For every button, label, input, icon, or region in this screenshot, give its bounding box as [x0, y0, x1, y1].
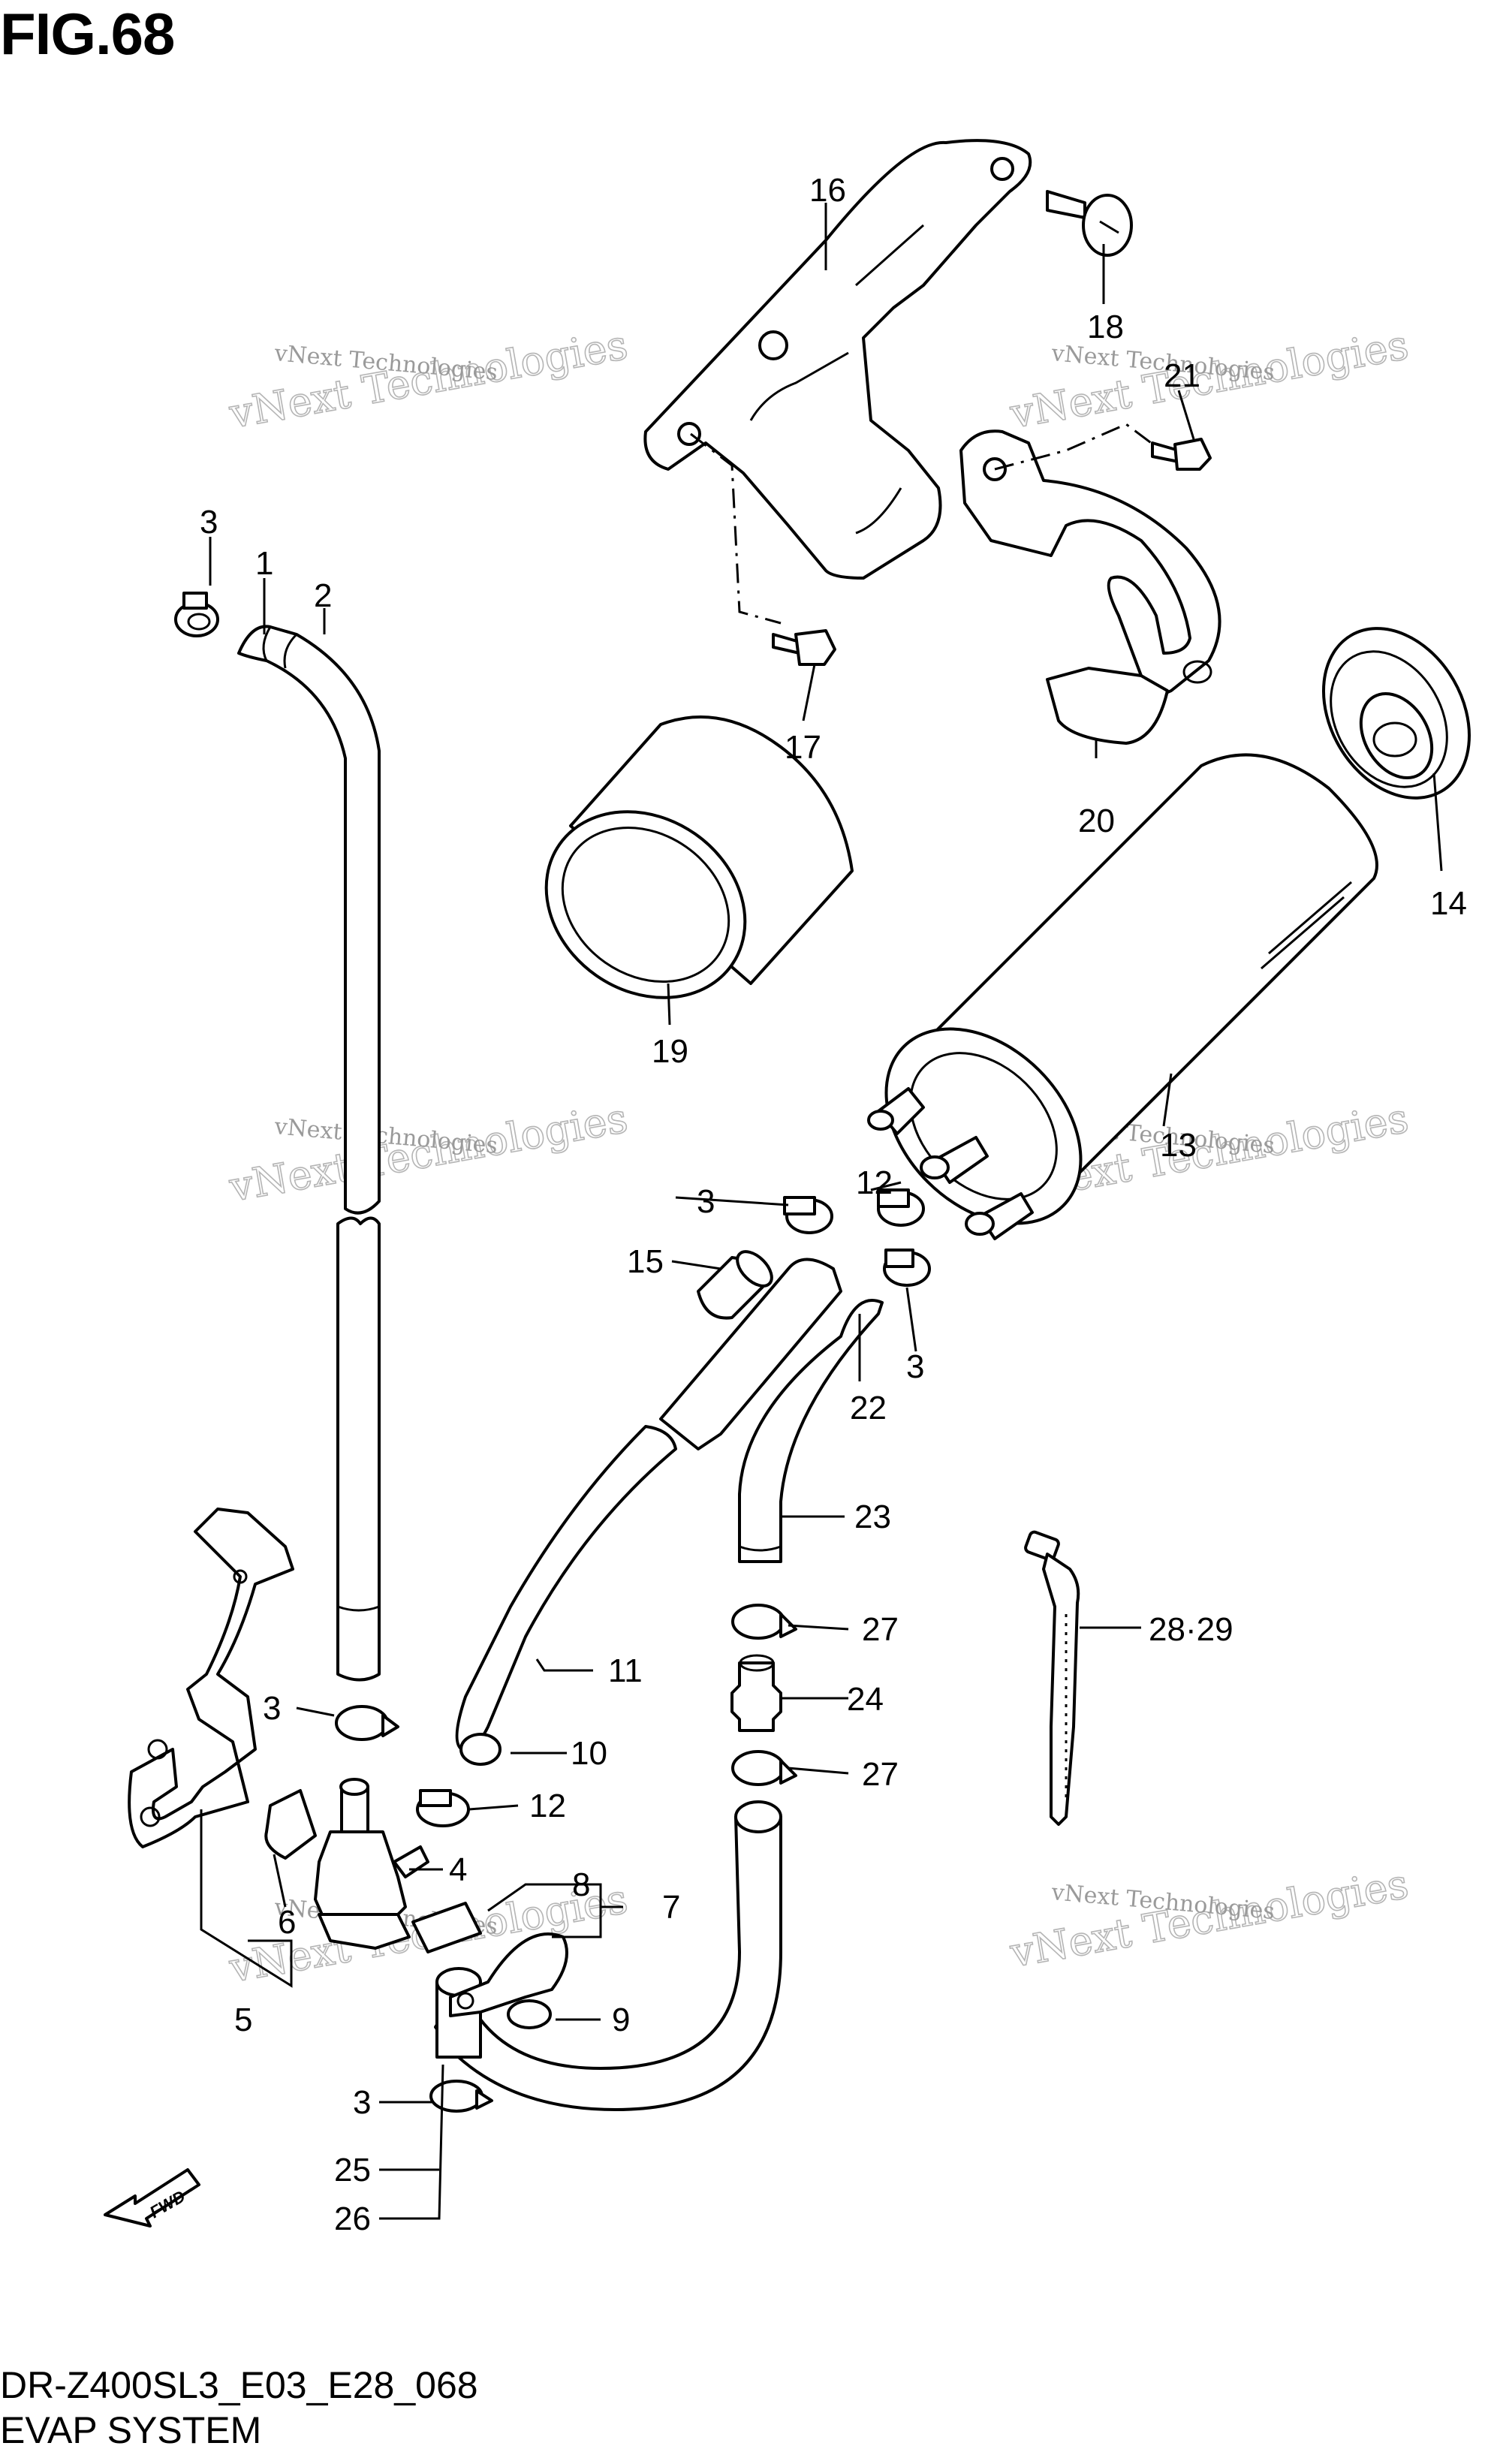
hose-part-22-23 — [738, 1299, 884, 1563]
clamp-part-3 — [429, 2080, 493, 2113]
hose-part-26 — [434, 1800, 782, 2111]
joint-part-24 — [730, 1654, 782, 1732]
cap-part-14 — [1322, 627, 1471, 800]
callout-8: 8 — [572, 1866, 590, 1903]
clamp-part-8 — [411, 1902, 568, 2017]
watermark-group: vNext Technologies vNext Technologies vN… — [225, 321, 1413, 1993]
callout-3: 3 — [200, 504, 218, 541]
hose-part-1-2 — [237, 625, 381, 1682]
callout-21: 21 — [1164, 357, 1200, 394]
callout-18: 18 — [1087, 309, 1124, 345]
clamp-part-3 — [783, 1196, 833, 1234]
callout-22: 22 — [850, 1390, 887, 1426]
callout-23: 23 — [854, 1499, 891, 1535]
fwd-arrow-icon: FWD — [104, 2168, 200, 2228]
callout-26: 26 — [334, 2200, 371, 2237]
clamp-part-27 — [731, 1750, 797, 1786]
callout-10: 10 — [571, 1735, 607, 1772]
bracket-part-20 — [959, 429, 1221, 745]
clamp-part-3 — [174, 592, 219, 637]
callout-20: 20 — [1078, 803, 1115, 839]
callout-15: 15 — [627, 1243, 664, 1280]
hose-part-11 — [455, 1258, 842, 1766]
system-name: EVAP SYSTEM — [0, 2409, 262, 2451]
cap-part-15 — [697, 1250, 773, 1320]
callout-5: 5 — [234, 2002, 252, 2038]
cap-part-19 — [544, 715, 854, 999]
callout-12: 12 — [529, 1788, 566, 1824]
callout-27: 27 — [862, 1611, 899, 1648]
callout-14: 14 — [1430, 885, 1467, 922]
callout-labels: 1 2 3 16 18 21 17 20 14 19 13 3 12 15 3 … — [200, 172, 1467, 2237]
bolt-part-17 — [772, 629, 836, 666]
figure-title: FIG.68 — [0, 1, 175, 67]
clamp-part-12 — [416, 1789, 470, 1827]
callout-1: 1 — [255, 545, 273, 582]
tie-part-28-29 — [1024, 1530, 1080, 1826]
callout-28-29: 28·29 — [1149, 1611, 1233, 1648]
callout-3: 3 — [263, 1690, 281, 1727]
dashed-leaders — [690, 423, 1157, 625]
leader-lines — [200, 203, 1443, 2220]
callout-19: 19 — [652, 1033, 688, 1070]
callout-3: 3 — [697, 1183, 715, 1220]
callout-3: 3 — [353, 2084, 371, 2121]
bolt-part-9 — [507, 1999, 552, 2029]
clamp-part-3 — [883, 1249, 931, 1287]
callout-13: 13 — [1160, 1127, 1197, 1164]
bracket-part-16 — [643, 139, 1032, 580]
callout-7: 7 — [662, 1889, 680, 1926]
clamp-part-3 — [335, 1705, 399, 1741]
callout-17: 17 — [785, 729, 821, 766]
model-code: DR-Z400SL3_E03_E28_068 — [0, 2364, 478, 2406]
callout-9: 9 — [612, 2002, 630, 2038]
bracket-part-5 — [128, 1508, 294, 1848]
valve-part-4 — [264, 1778, 429, 1950]
canister-part-13 — [867, 753, 1378, 1240]
clamp-part-12 — [877, 1188, 925, 1227]
bolt-part-21 — [1151, 438, 1212, 471]
callout-16: 16 — [809, 172, 846, 209]
callout-2: 2 — [314, 577, 332, 614]
clamp-part-27 — [731, 1604, 797, 1640]
callout-12: 12 — [856, 1164, 893, 1201]
callout-27: 27 — [862, 1756, 899, 1793]
callout-11: 11 — [608, 1652, 643, 1689]
callout-25: 25 — [334, 2152, 371, 2188]
callout-24: 24 — [847, 1681, 884, 1718]
callout-4: 4 — [449, 1851, 467, 1888]
callout-3: 3 — [906, 1348, 924, 1385]
callout-6: 6 — [278, 1904, 296, 1941]
bolt-part-18 — [1046, 190, 1133, 257]
